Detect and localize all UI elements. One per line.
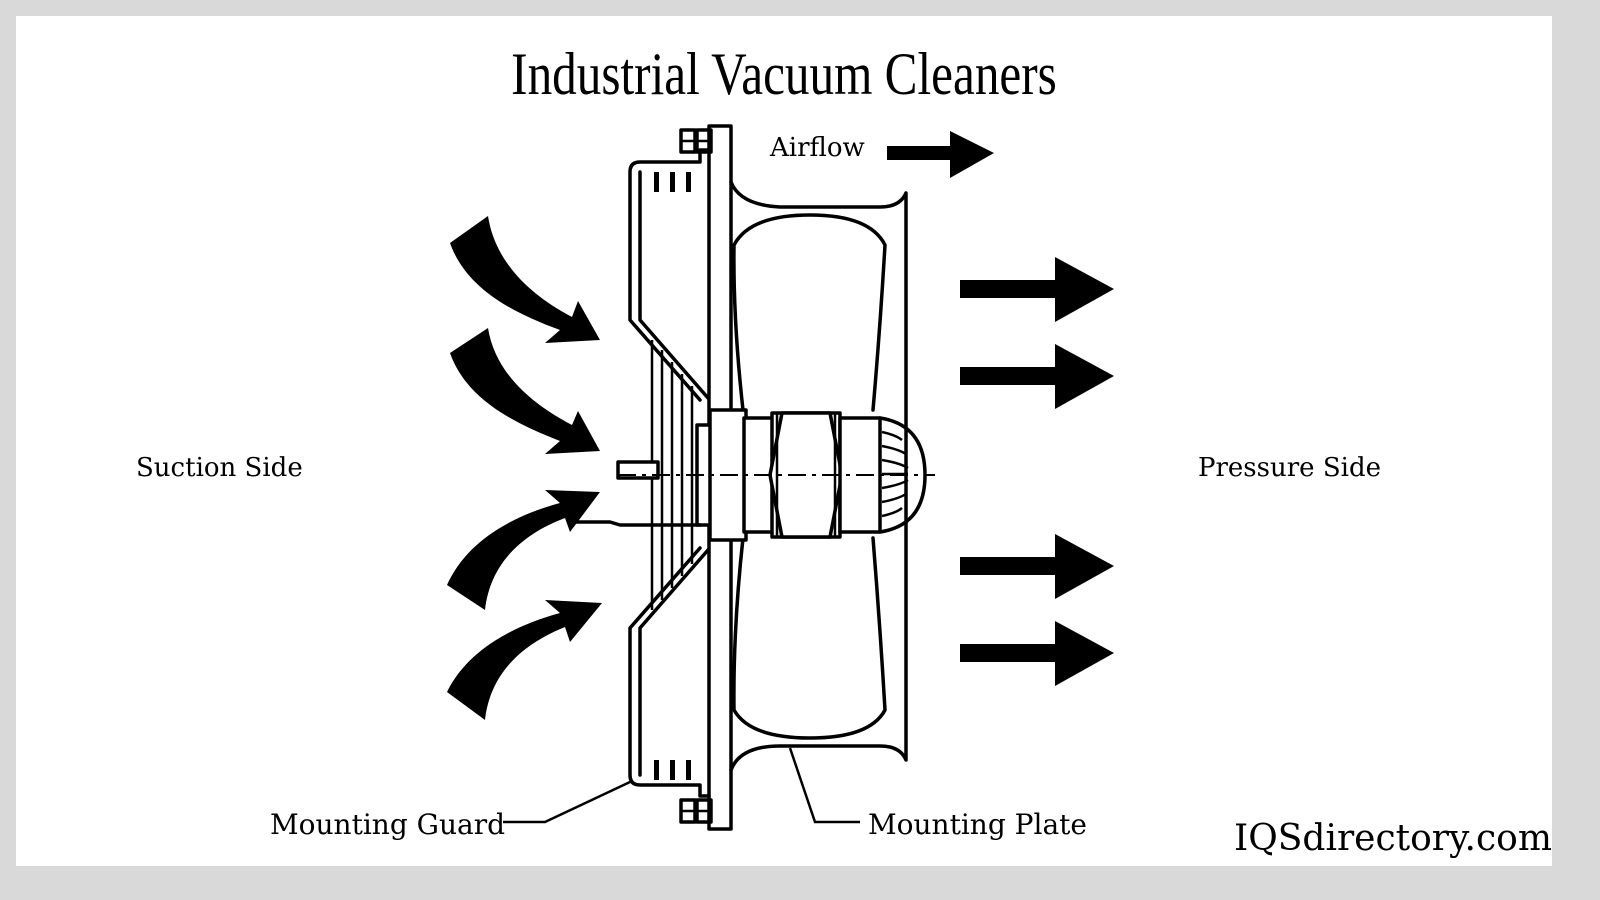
brand-watermark: IQSdirectory.com: [1234, 818, 1552, 859]
suction-arrow-3-icon: [447, 490, 600, 610]
airflow-legend-arrow-icon: [887, 131, 994, 178]
pressure-arrow-2-icon: [960, 344, 1114, 409]
suction-arrow-2-icon: [450, 328, 600, 454]
mounting-guard-leader-line: [503, 780, 631, 824]
suction-arrow-1-icon: [450, 216, 600, 343]
suction-arrow-4-icon: [447, 600, 602, 720]
pressure-arrow-3-icon: [960, 534, 1114, 599]
diagram-title: Industrial Vacuum Cleaners: [511, 41, 1057, 107]
airflow-label: Airflow: [770, 133, 865, 163]
mounting-plate-label: Mounting Plate: [868, 808, 1087, 841]
mounting-guard-label: Mounting Guard: [270, 808, 506, 841]
pressure-arrow-1-icon: [960, 257, 1114, 322]
fan-blade-bottom: [732, 536, 887, 740]
fan-blade-top: [732, 213, 887, 412]
pressure-side-label: Pressure Side: [1198, 453, 1381, 483]
fan-shroud: [729, 180, 908, 772]
pressure-arrow-4-icon: [960, 621, 1114, 686]
mounting-guard: [628, 128, 713, 824]
mounting-plate-leader-line: [788, 747, 860, 824]
fan-diagram: [447, 124, 1114, 831]
suction-side-label: Suction Side: [136, 453, 303, 483]
